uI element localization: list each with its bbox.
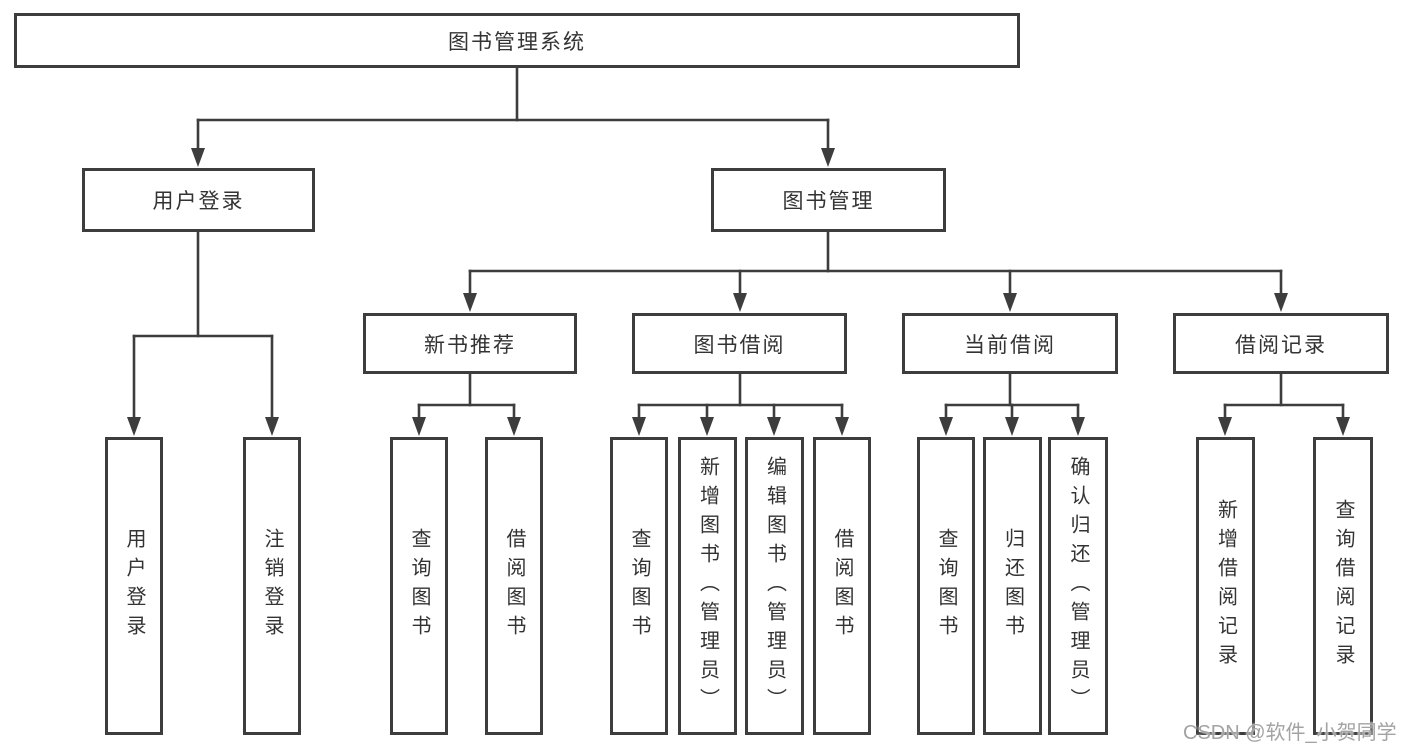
leaf-return-books: 归还图书 (983, 437, 1042, 735)
connector-current-borrow-group (939, 372, 1085, 436)
node-book-management: 图书管理 (711, 168, 946, 232)
connector-recommend-group (412, 372, 521, 436)
connector-book-borrow-group (632, 372, 849, 436)
node-book-borrow-label: 图书借阅 (693, 333, 786, 357)
node-root: 图书管理系统 (14, 13, 1020, 68)
node-borrow-records: 借阅记录 (1173, 313, 1389, 374)
node-user-login: 用户登录 (82, 168, 315, 232)
node-book-management-label: 图书管理 (782, 190, 875, 213)
node-root-label: 图书管理系统 (448, 30, 586, 54)
leaf-logout: 注销登录 (243, 437, 301, 735)
leaf-add-borrow-record: 新增借阅记录 (1196, 437, 1255, 735)
connector-user-login-branch (127, 230, 279, 436)
leaf-query-borrow-record: 查询借阅记录 (1313, 437, 1373, 735)
node-book-borrow: 图书借阅 (632, 313, 847, 374)
connector-borrow-records-group (1218, 372, 1350, 436)
leaf-query-books-current: 查询图书 (917, 437, 975, 735)
leaf-user-login: 用户登录 (105, 437, 163, 735)
node-new-book-recommend-label: 新书推荐 (424, 333, 516, 357)
leaf-borrow-books: 借阅图书 (813, 437, 871, 735)
leaf-add-books-admin: 新增图书（管理员） (678, 437, 737, 735)
node-current-borrow-label: 当前借阅 (964, 333, 1056, 357)
node-current-borrow: 当前借阅 (902, 313, 1118, 374)
leaf-confirm-return-admin: 确认归还（管理员） (1048, 437, 1108, 735)
leaf-borrow-books-recommend: 借阅图书 (485, 437, 543, 735)
node-new-book-recommend: 新书推荐 (363, 313, 577, 374)
watermark: CSDN @软件_小贺同学 (1183, 722, 1397, 744)
node-borrow-records-label: 借阅记录 (1235, 333, 1327, 357)
leaf-query-books-borrow: 查询图书 (610, 437, 668, 735)
node-user-login-label: 用户登录 (152, 190, 245, 213)
connector-book-management-branch (463, 230, 1288, 312)
leaf-edit-books-admin: 编辑图书（管理员） (745, 437, 804, 735)
connector-root-to-level2 (191, 64, 835, 167)
leaf-query-books-recommend: 查询图书 (390, 437, 448, 735)
